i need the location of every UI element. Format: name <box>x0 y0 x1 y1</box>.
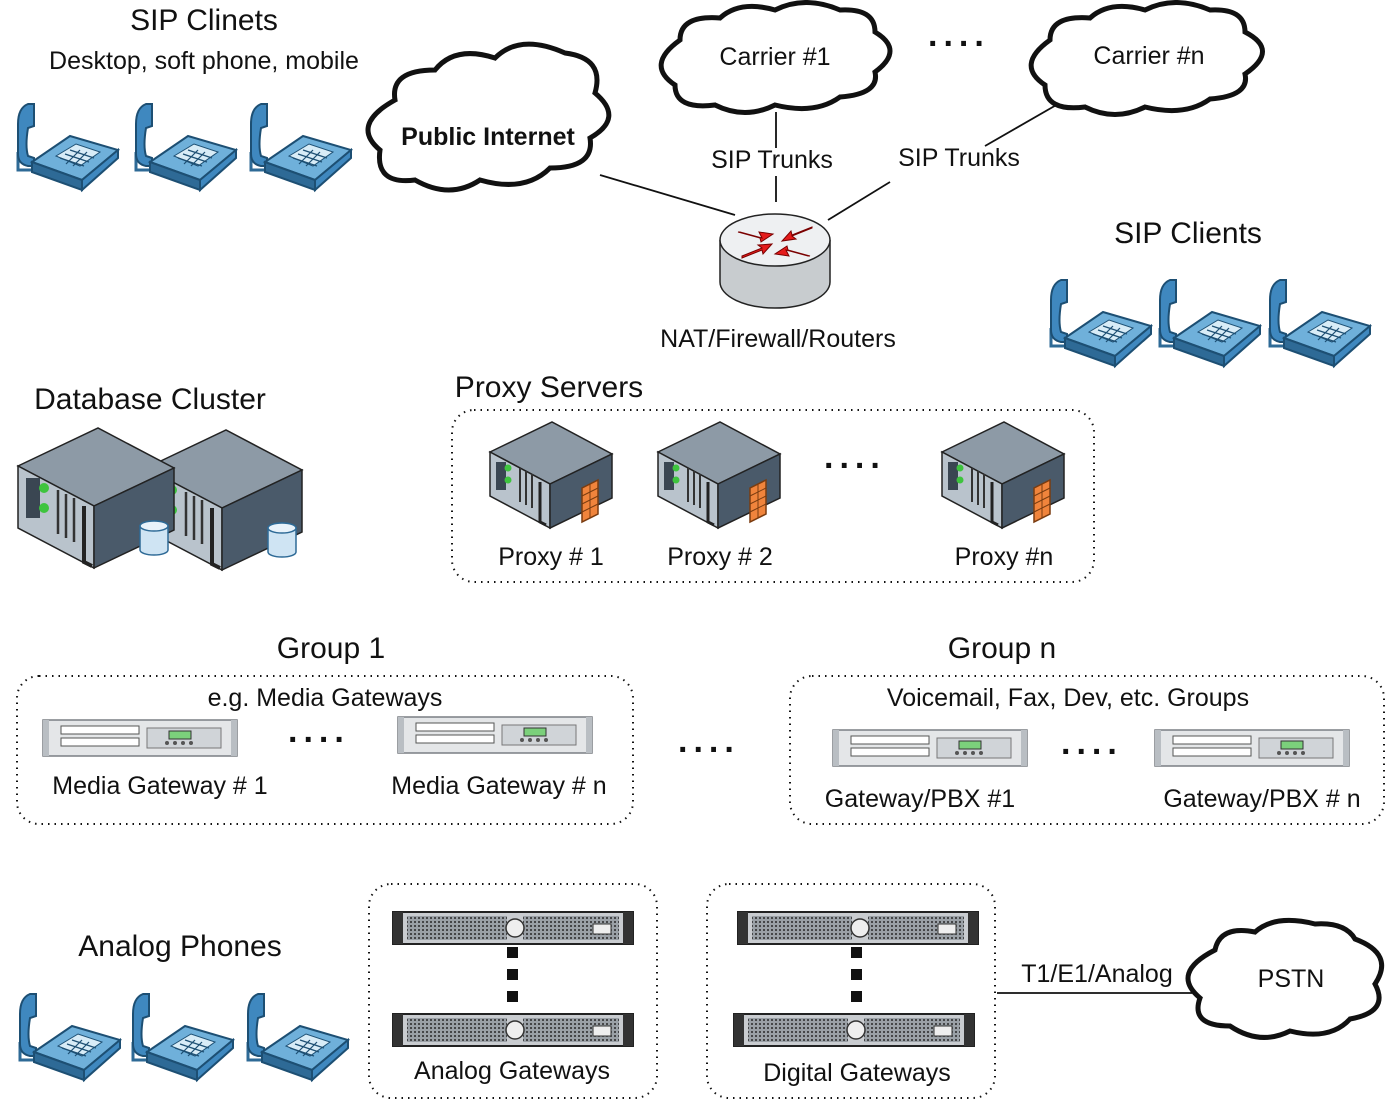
internet-router-link <box>599 174 736 216</box>
rack-gateway-icon <box>1154 729 1350 767</box>
rack-server-icon <box>737 911 979 945</box>
media-gateway-label: Media Gateway # 1 <box>52 772 268 800</box>
desk-phone-icon <box>1268 278 1372 368</box>
proxy-server-icon <box>656 420 782 530</box>
vertical-ellipsis-dot <box>507 969 518 980</box>
sip-clients-left-subtitle: Desktop, soft phone, mobile <box>49 47 359 75</box>
desk-phone-icon <box>18 992 122 1082</box>
database-cluster-title: Database Cluster <box>34 383 266 416</box>
group-1-subtitle: e.g. Media Gateways <box>207 684 443 712</box>
group-n-title: Group n <box>947 632 1057 665</box>
rack-server-icon <box>733 1013 975 1047</box>
proxy-ellipsis: .... <box>824 438 886 476</box>
carrier-n-label: Carrier #n <box>1093 42 1205 70</box>
router-icon <box>719 213 831 309</box>
vertical-ellipsis-dot <box>851 969 862 980</box>
carriern-trunk-link-lower <box>827 181 891 221</box>
proxy-servers <box>488 420 1066 530</box>
analog-phones-title: Analog Phones <box>78 930 282 963</box>
t1-e1-analog-label: T1/E1/Analog <box>1021 960 1173 988</box>
desk-phone-icon <box>1158 278 1262 368</box>
sip-clients-right-phones <box>1049 278 1372 368</box>
desk-phone-icon <box>249 102 353 192</box>
vertical-ellipsis-dot <box>851 947 862 958</box>
carriern-trunk-link <box>984 99 1066 147</box>
group-n-box <box>789 675 1385 825</box>
proxy-servers-title: Proxy Servers <box>454 371 644 404</box>
digital-gateways-box <box>706 883 996 1099</box>
groups-ellipsis: .... <box>678 722 740 760</box>
desk-phone-icon <box>1049 278 1153 368</box>
gateway-pbx-label: Gateway/PBX # n <box>1163 785 1361 813</box>
proxy-label: Proxy # 2 <box>667 543 773 571</box>
sip-clients-right-title: SIP Clients <box>1114 217 1262 250</box>
proxy-label: Proxy # 1 <box>498 543 604 571</box>
group-n-subtitle: Voicemail, Fax, Dev, etc. Groups <box>886 684 1250 712</box>
public-internet-label: Public Internet <box>401 123 575 151</box>
vertical-ellipsis-dot <box>507 991 518 1002</box>
pstn-label: PSTN <box>1257 965 1325 993</box>
gateway-pbx-label: Gateway/PBX #1 <box>824 785 1016 813</box>
public-internet-cloud <box>365 41 612 193</box>
desk-phone-icon <box>246 992 350 1082</box>
sip-clients-left-title: SIP Clinets <box>130 4 278 37</box>
rack-server-icon <box>392 911 634 945</box>
analog-gateways-label: Analog Gateways <box>414 1057 610 1085</box>
proxy-server-icon <box>488 420 614 530</box>
group1-gateway-ellipsis: .... <box>288 712 350 750</box>
groupn-gateway-ellipsis: .... <box>1061 724 1123 762</box>
analog-phones-icons <box>18 992 350 1082</box>
pstn-cloud <box>1185 917 1385 1040</box>
group-1-box <box>16 675 634 825</box>
rack-gateway-icon <box>42 719 238 757</box>
connection-lines <box>599 99 1192 994</box>
sip-clients-left-phones <box>16 102 353 192</box>
proxy-group-box <box>451 409 1095 583</box>
carrier-ellipsis: .... <box>928 16 990 54</box>
vertical-ellipsis-dot <box>507 947 518 958</box>
sip-trunks-label-1: SIP Trunks <box>711 146 833 174</box>
proxy-label: Proxy #n <box>954 543 1054 571</box>
analog-gateways-box <box>368 883 658 1099</box>
rack-gateway-icon <box>397 716 593 754</box>
desk-phone-icon <box>131 992 235 1082</box>
desk-phone-icon <box>134 102 238 192</box>
rack-server-icon <box>392 1013 634 1047</box>
digital-gateways-label: Digital Gateways <box>763 1059 951 1087</box>
carrier-1-cloud <box>658 0 893 115</box>
sip-trunks-label-2: SIP Trunks <box>898 144 1020 172</box>
database-server-icon <box>16 426 176 570</box>
media-gateway-label: Media Gateway # n <box>391 772 607 800</box>
carrier-n-cloud <box>1028 0 1265 117</box>
router-label: NAT/Firewall/Routers <box>660 325 896 353</box>
desk-phone-icon <box>16 102 120 192</box>
rack-gateway-icon <box>832 729 1028 767</box>
database-servers <box>16 426 304 572</box>
proxy-server-icon <box>940 420 1066 530</box>
group-1-title: Group 1 <box>276 632 386 665</box>
vertical-ellipsis-dot <box>851 991 862 1002</box>
carrier-1-label: Carrier #1 <box>719 43 831 71</box>
